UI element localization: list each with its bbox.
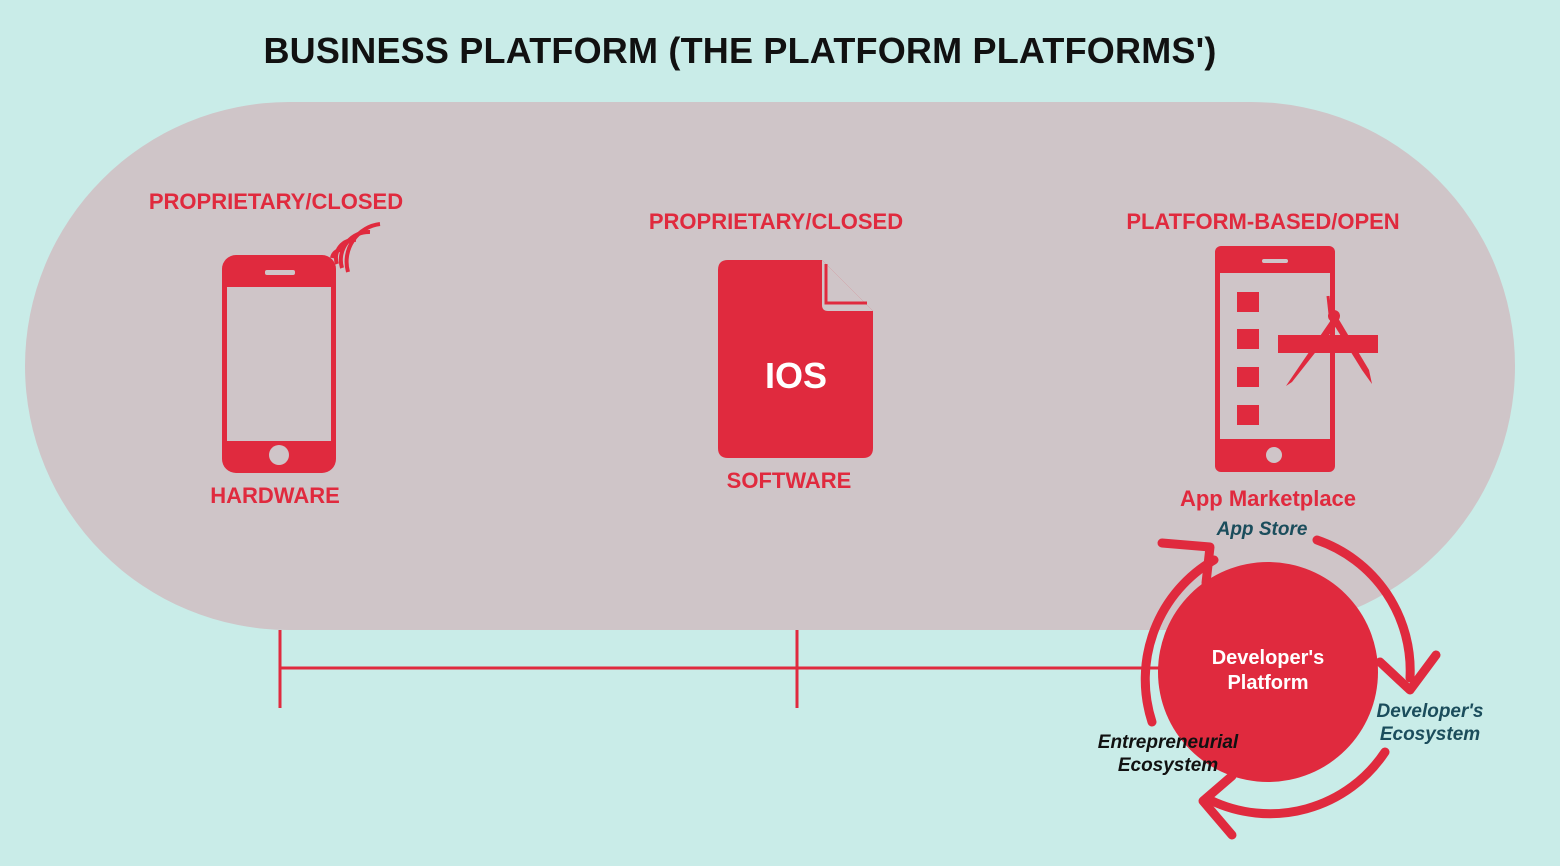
smartphone-wifi-icon <box>222 222 381 473</box>
developers-platform-line2: Platform <box>1227 672 1309 694</box>
marketplace-type-label: PLATFORM-BASED/OPEN <box>1126 209 1400 234</box>
app-design-phone-icon <box>1215 246 1378 472</box>
developers-platform-line1: Developer's <box>1211 647 1325 669</box>
cycle-arrowheads <box>1157 538 1441 840</box>
software-name-label: SOFTWARE <box>726 468 852 493</box>
ios-file-text: IOS <box>764 355 828 396</box>
hardware-type-label: PROPRIETARY/CLOSED <box>148 189 404 214</box>
developers-platform-circle <box>1158 562 1378 782</box>
software-type-label: PROPRIETARY/CLOSED <box>648 209 904 234</box>
marketplace-name-label: App Marketplace <box>1179 486 1357 511</box>
cycle-arrows <box>1140 535 1415 819</box>
hardware-name-label: HARDWARE <box>210 483 340 508</box>
app-store-label: App Store <box>1216 519 1308 540</box>
entrepreneurial-ecosystem-label: Entrepreneurial Ecosystem <box>1098 731 1238 777</box>
entrepreneurial-ecosystem-line2: Ecosystem <box>1117 755 1219 776</box>
developers-ecosystem-label: Developer's Ecosystem <box>1377 700 1484 746</box>
arrow-left <box>1140 555 1219 727</box>
developers-platform-label: Developer's Platform <box>1158 646 1378 696</box>
arrow-top-right <box>1312 535 1415 683</box>
developers-ecosystem-line1: Developer's <box>1376 701 1484 722</box>
developers-ecosystem-line2: Ecosystem <box>1379 724 1481 745</box>
arrow-bottom <box>1205 747 1390 819</box>
entrepreneurial-ecosystem-line1: Entrepreneurial <box>1097 732 1239 753</box>
timeline-connector <box>278 630 1160 708</box>
document-file-icon <box>718 260 873 458</box>
page-title: BUSINESS PLATFORM (THE PLATFORM PLATFORM… <box>263 30 1217 71</box>
